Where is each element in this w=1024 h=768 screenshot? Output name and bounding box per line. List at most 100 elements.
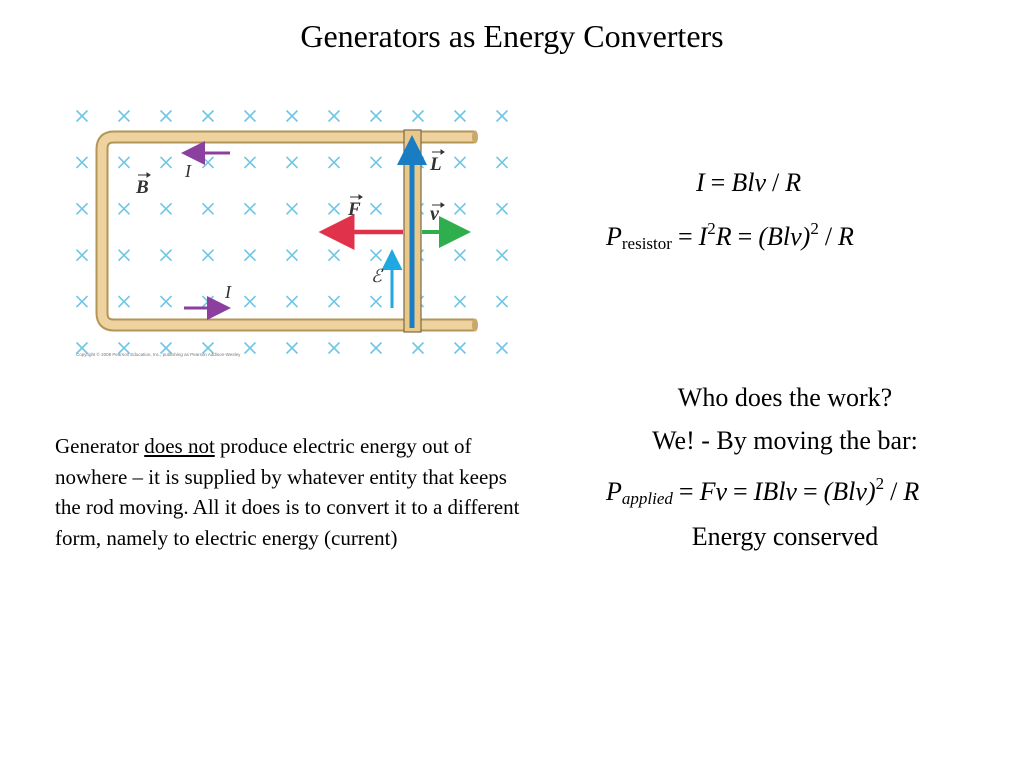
eq1-equals: = (710, 168, 726, 197)
field-x-marker (369, 202, 383, 215)
para-rest: produce electric energy out of nowhere –… (55, 434, 520, 550)
label-L: L (429, 154, 442, 175)
field-x-marker (159, 295, 173, 308)
field-x-marker (75, 341, 89, 355)
field-x-marker (327, 295, 341, 308)
field-x-marker (327, 249, 341, 262)
vector-overbars (138, 149, 445, 208)
field-x-marker (495, 202, 509, 215)
slide-title: Generators as Energy Converters (300, 18, 724, 54)
eq3-equals-1: = (678, 477, 694, 506)
eq3-Fv: Fv (699, 477, 727, 506)
eq2-Blv: (Blv) (758, 222, 811, 251)
field-x-marker (159, 341, 173, 355)
para-start: Generator (55, 434, 145, 458)
field-x-marker (453, 249, 467, 262)
field-x-marker (117, 156, 131, 169)
field-x-marker (243, 156, 257, 169)
we-moving-bar: We! - By moving the bar: (652, 426, 918, 455)
eq3-subscript: applied (621, 489, 673, 508)
eq2-slash: / (824, 222, 833, 251)
field-x-marker (495, 156, 509, 169)
field-x-marker (75, 249, 89, 262)
field-x-marker (75, 202, 89, 215)
field-x-marker (495, 295, 509, 308)
field-x-marker (243, 202, 257, 215)
eq2-R2: R (838, 222, 854, 251)
field-x-marker (117, 341, 131, 355)
field-x-marker (243, 341, 257, 355)
eq3-exp: 2 (875, 474, 885, 493)
field-x-marker (201, 249, 215, 262)
generator-diagram-svg: I I B L F v ℰ Copyright © 2008 Pearson E… (75, 109, 509, 357)
eq2-subscript: resistor (621, 234, 672, 253)
field-x-marker (411, 109, 425, 123)
generator-diagram: I I B L F v ℰ Copyright © 2008 Pearson E… (66, 100, 522, 362)
field-x-marker (117, 249, 131, 262)
field-x-marker (201, 109, 215, 123)
field-x-marker (201, 341, 215, 355)
field-x-marker (369, 156, 383, 169)
field-x-marker (201, 156, 215, 169)
eq2-exp-2: 2 (810, 219, 819, 238)
equation-applied-power: Papplied=Fv=IBlv=(Blv)2/R (606, 474, 919, 509)
field-x-marker (327, 109, 341, 123)
field-x-marker (453, 202, 467, 215)
field-x-marker (285, 109, 299, 123)
field-x-marker (201, 295, 215, 308)
field-x-marker (453, 109, 467, 123)
eq2-I: I (698, 222, 708, 251)
field-x-marker (159, 109, 173, 123)
eq2-R1: R (715, 222, 732, 251)
label-B: B (135, 177, 149, 198)
field-x-marker (243, 109, 257, 123)
eq2-exp-1: 2 (707, 219, 716, 238)
field-x-marker (327, 341, 341, 355)
equation-current: I=Blv/R (696, 168, 801, 198)
field-x-marker (495, 249, 509, 262)
copyright-note: Copyright © 2008 Pearson Education, Inc.… (76, 351, 241, 357)
eq3-equals-2: = (732, 477, 748, 506)
field-x-marker (75, 109, 89, 123)
field-x-marker (159, 202, 173, 215)
rail-end-top (472, 130, 478, 144)
field-x-marker (453, 295, 467, 308)
field-x-marker (327, 202, 341, 215)
field-x-marker (159, 156, 173, 169)
field-x-marker (285, 202, 299, 215)
field-x-marker (453, 341, 467, 355)
field-x-marker (495, 109, 509, 123)
label-v: v (430, 203, 440, 225)
field-x-marker (117, 109, 131, 123)
field-x-marker (369, 295, 383, 308)
eq3-slash: / (890, 477, 898, 506)
field-x-marker (117, 202, 131, 215)
eq1-Blv: Blv (731, 168, 766, 197)
field-x-marker (411, 341, 425, 355)
label-F: F (347, 199, 361, 220)
eq1-I: I (696, 168, 705, 197)
equation-resistor-power: Presistor=I2R=(Blv)2/R (606, 219, 854, 254)
field-x-marker (243, 249, 257, 262)
energy-conserved: Energy conserved (691, 522, 879, 551)
eq2-P: P (606, 222, 622, 251)
eq2-equals-2: = (737, 222, 753, 251)
field-x-marker (285, 341, 299, 355)
eq1-R: R (785, 168, 802, 197)
eq1-slash: / (772, 168, 780, 197)
field-x-marker (369, 249, 383, 262)
field-x-marker (201, 202, 215, 215)
label-emf: ℰ (371, 266, 384, 287)
eq3-Blv: (Blv) (823, 477, 876, 506)
generator-explanation: Generator does not produce electric ener… (55, 431, 525, 553)
field-x-marker (285, 295, 299, 308)
label-I-top: I (184, 161, 192, 181)
eq2-equals-1: = (677, 222, 693, 251)
rail-end-bottom (472, 318, 478, 332)
field-x-marker (117, 295, 131, 308)
eq3-R: R (903, 477, 920, 506)
who-does-work: Who does the work? (677, 383, 893, 412)
field-x-marker (453, 156, 467, 169)
field-x-marker (327, 156, 341, 169)
para-underlined: does not (144, 434, 215, 458)
